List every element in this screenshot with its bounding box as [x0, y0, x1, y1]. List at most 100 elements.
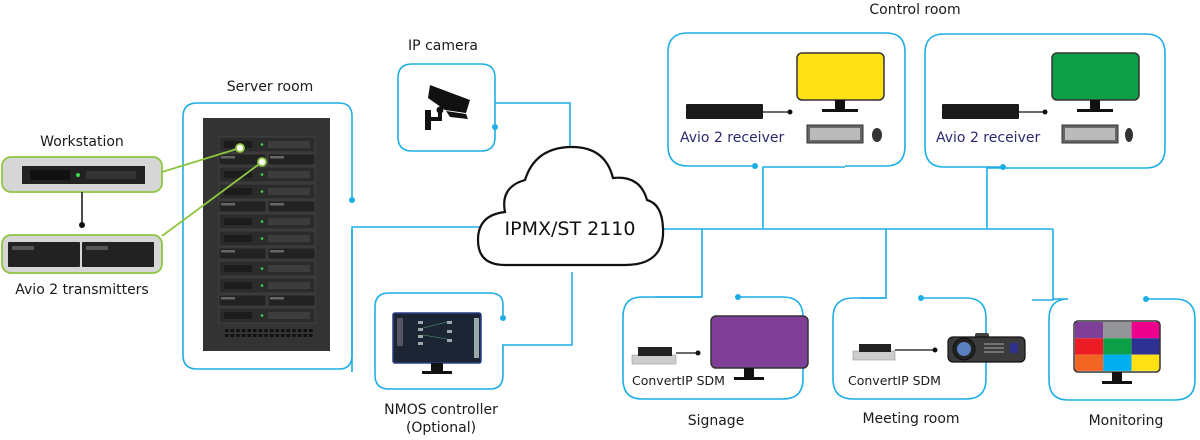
- network-links: [351, 102, 1060, 372]
- transmitters-label: Avio 2 transmitters: [15, 282, 148, 298]
- rack-transmitter-unit: [218, 153, 316, 166]
- nmos-label-line1: NMOS controller: [384, 402, 498, 418]
- vent-slot: [269, 329, 274, 332]
- port-dot: [1143, 296, 1149, 302]
- monitoring-label: Monitoring: [1089, 413, 1164, 429]
- port-dot: [752, 163, 758, 169]
- monitor-stand: [1090, 100, 1100, 109]
- nmos-controller-node[interactable]: NMOS controller (Optional): [374, 292, 506, 436]
- rack-server-unit: [218, 213, 316, 230]
- receiver-label: Avio 2 receiver: [936, 130, 1040, 146]
- link-monitoring: [1032, 229, 1054, 301]
- vent-slot: [258, 329, 263, 332]
- rack-transmitter-unit: [218, 247, 316, 260]
- ip-camera-frame: [397, 63, 496, 152]
- control-room-station-1[interactable]: Avio 2 receiver: [667, 32, 906, 169]
- rack-server-unit: [218, 260, 316, 277]
- control-room-frame: [667, 32, 906, 167]
- vent-slot: [241, 329, 246, 332]
- nmos-monitor-icon: [392, 312, 482, 374]
- server-room-node[interactable]: Server room: [182, 79, 355, 370]
- link-control-room-2: [986, 167, 1060, 229]
- vent-slot: [309, 329, 313, 332]
- multiview-tile: [1103, 354, 1132, 371]
- receiver-label: Avio 2 receiver: [680, 130, 784, 146]
- signage-frame: [622, 296, 804, 400]
- multiview-tile: [1103, 338, 1132, 355]
- convertip-card-icon: [852, 344, 896, 361]
- link-ip-camera: [495, 102, 571, 148]
- port-dot: [735, 294, 741, 300]
- vent-slot: [230, 334, 235, 337]
- vent-slot: [253, 329, 257, 332]
- vent-slot: [269, 334, 274, 337]
- transmitter-device-icon: [8, 242, 80, 267]
- vent-slot: [264, 329, 268, 332]
- monitor-stand: [1112, 372, 1122, 381]
- vent-slot: [241, 334, 246, 337]
- meeting-room-node[interactable]: ConvertIP SDM Meeting room: [832, 295, 1026, 427]
- connector-dot: [79, 222, 85, 228]
- meeting-room-label: Meeting room: [862, 411, 959, 427]
- vent-slot: [275, 334, 279, 337]
- port-dot: [1000, 164, 1006, 170]
- connector-dot: [1042, 109, 1048, 115]
- connector-dot: [695, 350, 701, 356]
- workstation-node[interactable]: Workstation: [1, 134, 163, 228]
- monitor-screen-icon: [796, 52, 885, 101]
- multiview-tile: [1075, 338, 1104, 355]
- transmitter-display: [86, 246, 108, 250]
- vent-slot: [253, 334, 257, 337]
- vent-slot: [236, 334, 240, 337]
- link-nmos: [502, 272, 573, 346]
- monitor-base: [822, 109, 858, 112]
- projector-icon: [947, 333, 1026, 363]
- multiview-tile: [1131, 354, 1160, 371]
- monitoring-frame: [1048, 298, 1196, 401]
- vent-slot: [264, 334, 268, 337]
- vent-slot: [281, 329, 285, 332]
- control-room-station-2[interactable]: Avio 2 receiver: [924, 33, 1166, 170]
- transmitter-display: [12, 246, 34, 250]
- vent-slot: [225, 329, 229, 332]
- vent-slot: [303, 334, 307, 337]
- signage-label: Signage: [688, 413, 745, 429]
- keyboard-keys: [810, 128, 860, 140]
- rack-transmitter-unit: [218, 200, 316, 213]
- signage-device-label: ConvertIP SDM: [632, 373, 725, 388]
- monitor-base: [734, 377, 764, 380]
- multiview-tile: [1075, 322, 1104, 339]
- avio-receiver-device-icon: [942, 104, 1019, 119]
- vent-slot: [236, 329, 240, 332]
- port-dot: [918, 295, 924, 301]
- meeting-room-frame: [832, 297, 987, 400]
- connector-dot: [932, 347, 938, 353]
- vent-slot: [275, 329, 279, 332]
- control-room-label: Control room: [869, 2, 960, 18]
- link-meeting-room: [860, 229, 887, 299]
- nmos-frame: [374, 292, 504, 390]
- keyboard-keys: [1065, 128, 1115, 140]
- connector-dot: [787, 109, 793, 115]
- ip-camera-node[interactable]: IP camera: [397, 38, 498, 152]
- vent-slot: [258, 334, 263, 337]
- mouse-icon: [872, 128, 882, 142]
- monitoring-node[interactable]: Monitoring: [1048, 296, 1196, 429]
- control-room-frame: [924, 33, 1166, 169]
- rack-link-dot: [257, 157, 267, 167]
- workstation-label: Workstation: [40, 134, 124, 150]
- network-label: IPMX/ST 2110: [505, 218, 636, 240]
- nmos-label-line2: (Optional): [406, 420, 476, 436]
- workstation-vent: [86, 171, 136, 179]
- vent-slot: [247, 334, 251, 337]
- rack-server-unit: [218, 166, 316, 183]
- multiview-tile: [1131, 322, 1160, 339]
- signage-node[interactable]: ConvertIP SDM Signage: [622, 294, 809, 429]
- ipmx-network-cloud[interactable]: IPMX/ST 2110: [476, 145, 665, 267]
- workstation-rack-link: [161, 147, 241, 173]
- monitor-screen-icon: [1051, 52, 1140, 101]
- rack-link-dot: [235, 143, 245, 153]
- transmitters-node[interactable]: Avio 2 transmitters: [1, 234, 163, 298]
- rack-server-unit: [218, 277, 316, 294]
